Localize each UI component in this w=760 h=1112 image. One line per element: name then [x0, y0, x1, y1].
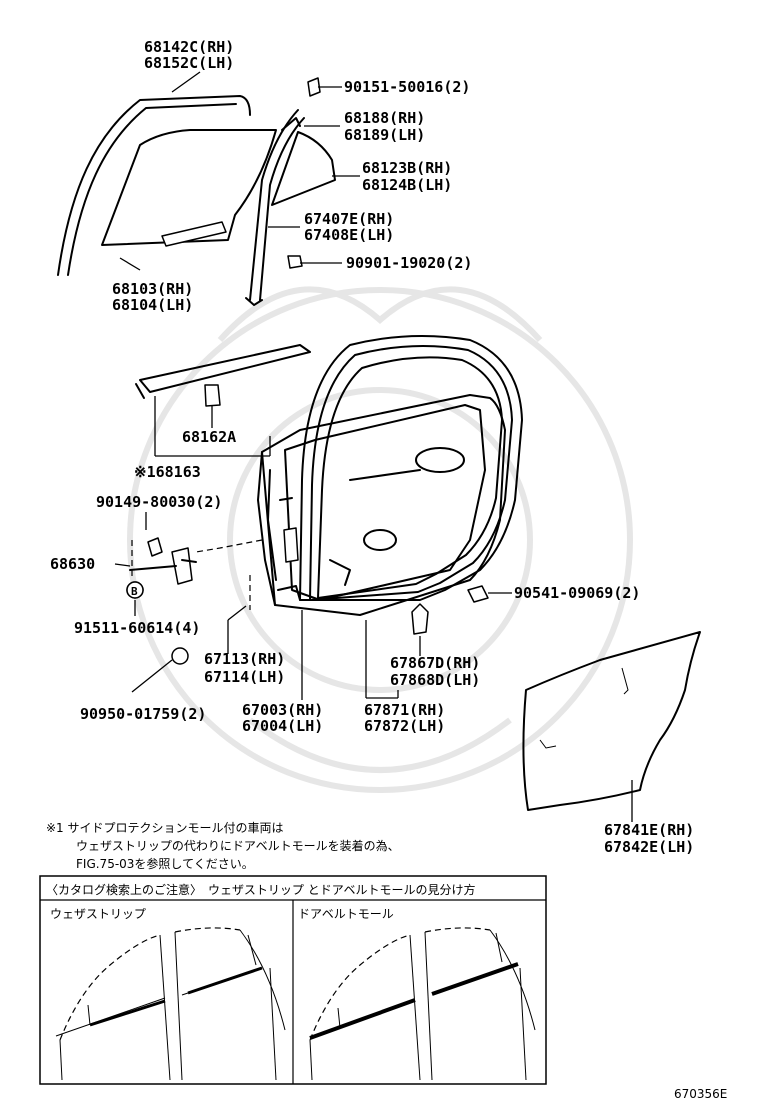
part-labels: 68142C(RH) 68152C(LH) 90151-50016(2) 681… — [50, 38, 694, 856]
service-hole-cover — [522, 631, 701, 822]
label-68142c: 68142C(RH) — [144, 38, 234, 56]
sketch-belt-moulding — [309, 927, 536, 1081]
label-68189: 68189(LH) — [344, 126, 425, 144]
label-90151: 90151-50016(2) — [344, 78, 470, 96]
watermark-emblem — [127, 286, 633, 793]
label-68123b: 68123B(RH) — [362, 159, 452, 177]
label-67871: 67871(RH) — [364, 701, 445, 719]
note-line-1: ※1 サイドプロテクションモール付の車両は — [46, 821, 284, 835]
label-90950: 90950-01759(2) — [80, 705, 206, 723]
note-line-3: FIG.75-03を参照してください。 — [76, 856, 254, 871]
label-67867d: 67867D(RH) — [390, 654, 480, 672]
sketch-weatherstrip — [55, 927, 286, 1081]
b-marker: B — [126, 581, 144, 599]
label-68152c: 68152C(LH) — [144, 54, 234, 72]
upper-glass-group — [57, 77, 336, 306]
label-67841e: 67841E(RH) — [604, 821, 694, 839]
label-90541: 90541-09069(2) — [514, 584, 640, 602]
label-67113: 67113(RH) — [204, 650, 285, 668]
label-68630: 68630 — [50, 555, 95, 573]
label-67842e: 67842E(LH) — [604, 838, 694, 856]
label-68163: ※168163 — [134, 463, 201, 481]
label-68188: 68188(RH) — [344, 109, 425, 127]
b-marker-letter: B — [131, 585, 138, 598]
label-68103: 68103(RH) — [112, 280, 193, 298]
inset-header: 〈カタログ検索上のご注意〉 ウェザストリップ とドアベルトモールの見分け方 — [46, 882, 475, 897]
label-67407e: 67407E(RH) — [304, 210, 394, 228]
label-68104: 68104(LH) — [112, 296, 193, 314]
label-67872: 67872(LH) — [364, 717, 445, 735]
leaders-top — [119, 71, 360, 271]
note-line-2: ウェザストリップの代わりにドアベルトモールを装着の為、 — [76, 838, 400, 853]
inset-right-title: ドアベルトモール — [298, 907, 394, 921]
label-67003: 67003(RH) — [242, 701, 323, 719]
label-67868d: 67868D(LH) — [390, 671, 480, 689]
inset-box: 〈カタログ検索上のご注意〉 ウェザストリップ とドアベルトモールの見分け方 ウェ… — [39, 875, 547, 1085]
inset-left-title: ウェザストリップ — [50, 907, 146, 921]
footnote: ※1 サイドプロテクションモール付の車両は ウェザストリップの代わりにドアベルト… — [46, 821, 400, 871]
label-90149: 90149-80030(2) — [96, 493, 222, 511]
leaders-middle — [114, 512, 512, 700]
label-67004: 67004(LH) — [242, 717, 323, 735]
label-68162a: 68162A — [182, 428, 236, 446]
door-panel-group — [195, 335, 523, 616]
label-67114: 67114(LH) — [204, 668, 285, 686]
figure-id: 670356E — [674, 1087, 727, 1101]
label-90901: 90901-19020(2) — [346, 254, 472, 272]
label-67408e: 67408E(LH) — [304, 226, 394, 244]
weatherstrip-group — [135, 344, 311, 457]
label-91511: 91511-60614(4) — [74, 619, 200, 637]
label-68124b: 68124B(LH) — [362, 176, 452, 194]
